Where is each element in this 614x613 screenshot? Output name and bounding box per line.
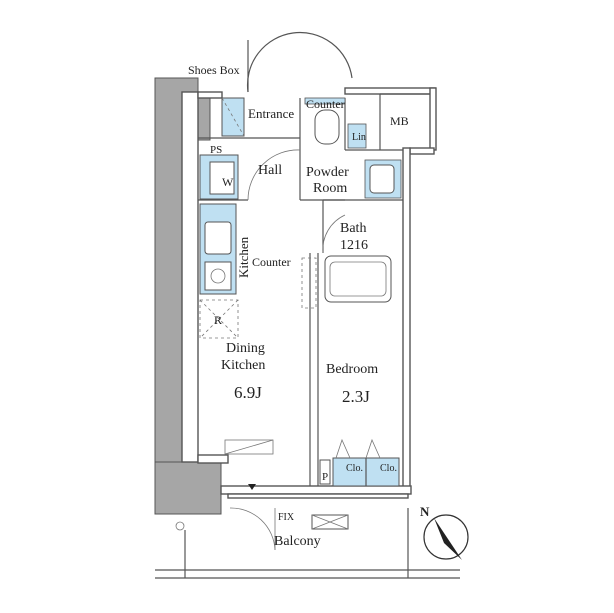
label-counter-top: Counter: [306, 97, 345, 111]
label-bath: Bath: [340, 221, 366, 236]
bath-tub: [322, 214, 392, 303]
hall-counter: [301, 257, 317, 309]
dining-marker: [224, 439, 274, 455]
label-hall: Hall: [258, 163, 282, 178]
north-compass-icon: [423, 514, 469, 560]
label-w: W: [222, 175, 234, 189]
entrance-door-swing: [246, 31, 353, 93]
closets: [319, 438, 400, 487]
label-dining-size: 6.9J: [234, 383, 262, 402]
label-bedroom: Bedroom: [326, 362, 378, 377]
label-bath-size: 1216: [340, 238, 368, 253]
kitchen-counter: [199, 203, 237, 295]
label-counter-mid: Counter: [252, 255, 291, 269]
powder-room-fixtures: [304, 97, 402, 199]
washer-area: [199, 154, 239, 200]
balcony: [155, 484, 460, 579]
label-clo-1: Clo.: [346, 463, 363, 474]
label-mb: MB: [390, 114, 409, 128]
hall-door-swing: [247, 149, 301, 201]
label-lin: Lin: [352, 132, 366, 143]
label-entrance: Entrance: [248, 106, 294, 121]
label-bedroom-size: 2.3J: [342, 387, 370, 406]
label-fridge: R: [214, 313, 222, 327]
label-powder-1: Powder: [306, 165, 349, 180]
label-balcony: Balcony: [274, 534, 321, 549]
label-ps: PS: [210, 144, 222, 156]
label-kitchen: Kitchen: [236, 236, 251, 278]
label-p: P: [322, 471, 328, 483]
label-clo-2: Clo.: [380, 463, 397, 474]
shoes-box: [221, 97, 245, 137]
label-shoes-box: Shoes Box: [188, 63, 240, 77]
fridge-space: [199, 299, 239, 339]
label-fix: FIX: [278, 512, 295, 523]
label-dining-2: Kitchen: [221, 358, 265, 373]
label-dining-1: Dining: [226, 341, 265, 356]
outer-walls: [181, 87, 437, 495]
label-powder-2: Room: [313, 181, 347, 196]
label-north: N: [420, 504, 430, 519]
